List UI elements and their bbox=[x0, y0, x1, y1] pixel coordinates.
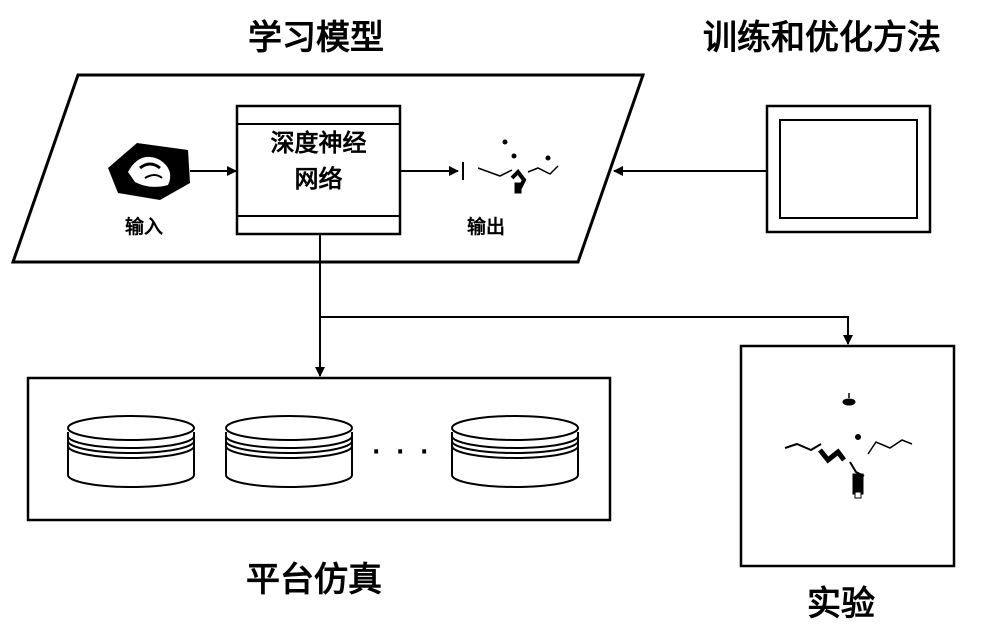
database-cylinder-1 bbox=[67, 415, 195, 488]
experiment-label: 实验 bbox=[807, 584, 875, 624]
ellipsis: · · · bbox=[372, 440, 433, 465]
input-icon bbox=[108, 143, 190, 200]
database-cylinder-2 bbox=[225, 415, 353, 488]
experiment-image bbox=[784, 393, 913, 499]
platform-simulation-label: 平台仿真 bbox=[246, 560, 382, 600]
dnn-label-line1: 深度神经 bbox=[270, 129, 367, 157]
learning-model-title: 学习模型 bbox=[248, 18, 384, 58]
training-method-title: 训练和优化方法 bbox=[703, 18, 941, 58]
connector-to-experiment bbox=[320, 316, 853, 345]
dnn-box bbox=[235, 104, 402, 236]
dnn-label-line2: 网络 bbox=[294, 165, 343, 193]
output-label: 输出 bbox=[467, 216, 506, 238]
database-cylinder-3 bbox=[451, 415, 579, 488]
input-label: 输入 bbox=[125, 216, 164, 238]
training-monitor-icon bbox=[765, 104, 932, 234]
experiment-box bbox=[739, 344, 956, 568]
output-icon bbox=[462, 139, 559, 194]
